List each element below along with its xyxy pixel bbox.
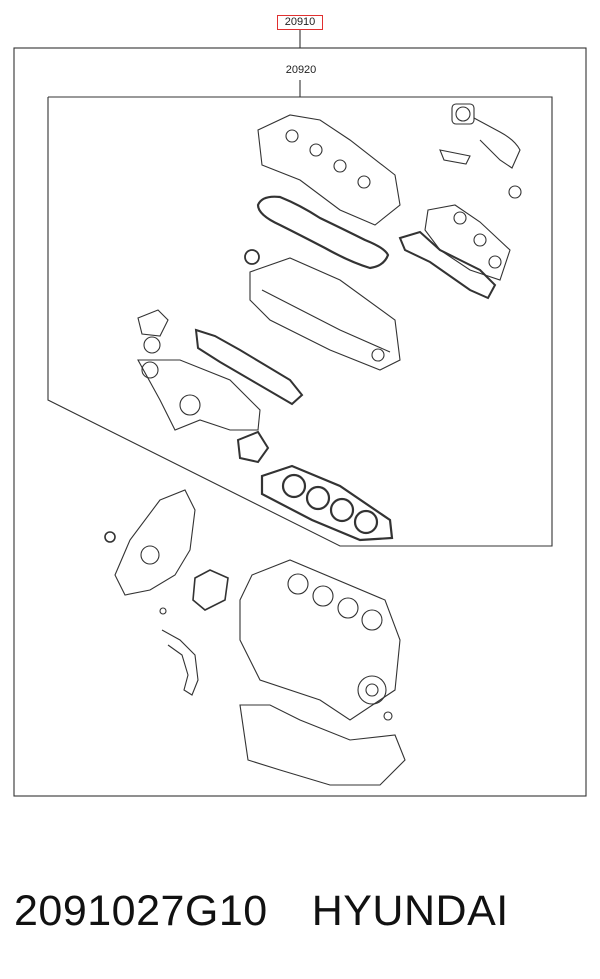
cylinder-head — [249, 257, 401, 371]
flange-gasket — [236, 430, 270, 464]
part-number: 2091027G10 — [14, 886, 268, 935]
engine-block — [239, 559, 401, 721]
water-pump-gasket — [192, 569, 229, 611]
valve-cover-gasket — [256, 195, 390, 270]
exhaust-manifold — [424, 204, 511, 281]
cylinder-head-gasket — [260, 464, 394, 542]
thermostat-housing — [137, 309, 169, 354]
caption: 2091027G10 HYUNDAI — [14, 876, 594, 946]
valve-cover — [257, 114, 401, 226]
callout-20920[interactable]: 20920 — [285, 64, 317, 76]
egr-valve — [439, 103, 522, 199]
small-o-ring — [104, 531, 116, 543]
frame-lines — [13, 30, 587, 797]
timing-cover — [114, 489, 196, 596]
brand-name: HYUNDAI — [311, 886, 509, 935]
oil-pan — [239, 704, 406, 786]
oil-pickup-pipe — [159, 607, 199, 696]
exhaust-manifold-gasket — [398, 230, 497, 300]
intake-manifold — [137, 359, 261, 431]
intake-manifold-gasket — [194, 328, 304, 406]
callout-20910[interactable]: 20910 — [277, 15, 323, 30]
o-ring — [244, 249, 260, 265]
